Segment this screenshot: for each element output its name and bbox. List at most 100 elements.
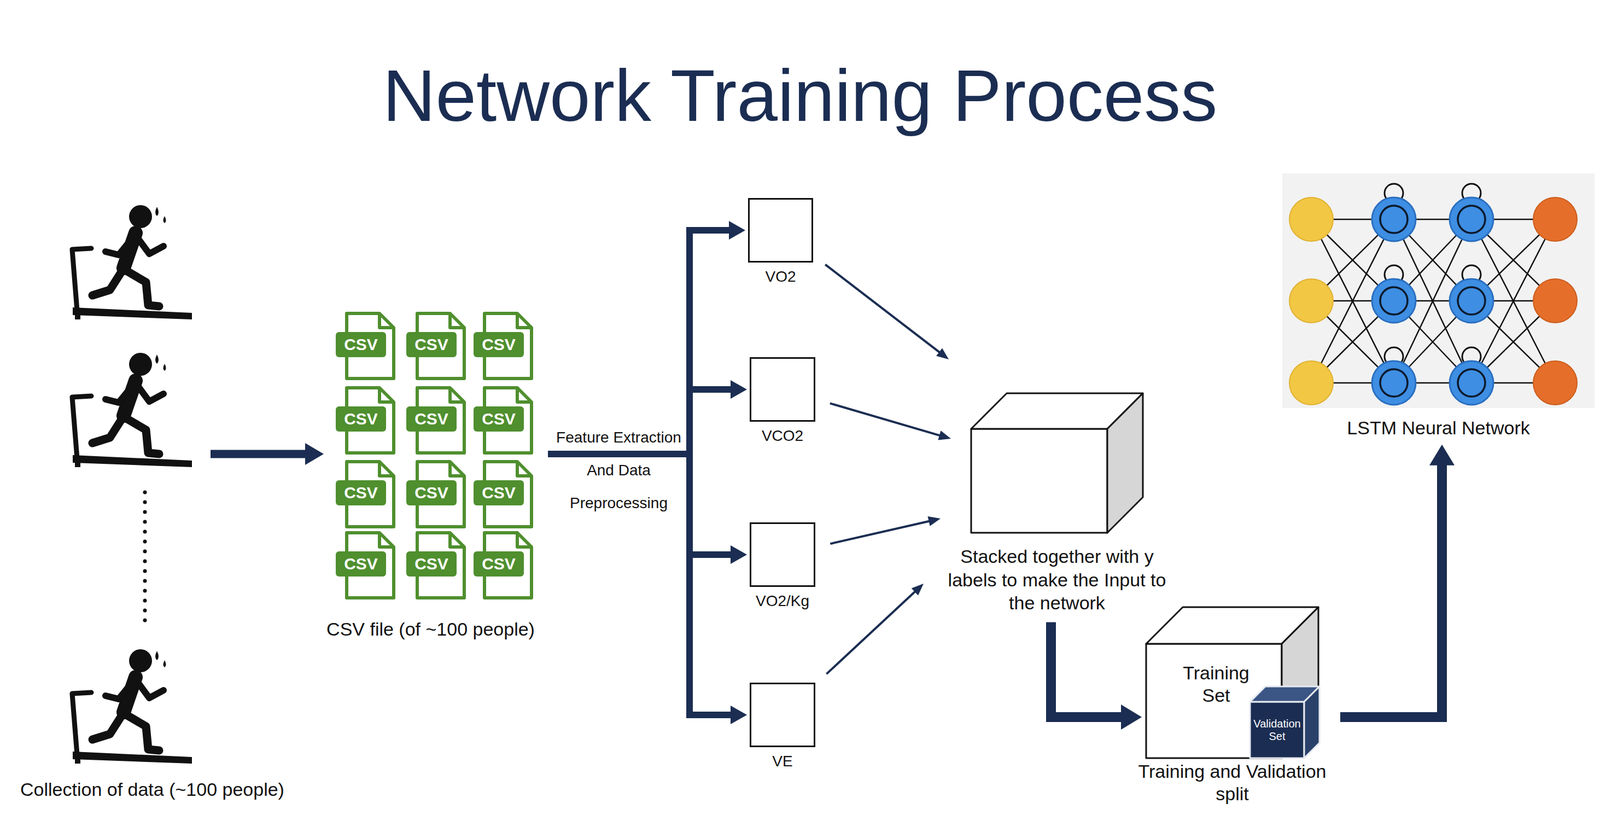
validation-label: Validation Set <box>1250 701 1305 758</box>
file-type-label: CSV <box>335 331 387 358</box>
connector <box>1050 622 1142 731</box>
file-banner <box>406 551 457 577</box>
feature-box: VO2/Kg <box>749 522 816 587</box>
connector-line <box>210 450 308 459</box>
document-fold <box>450 532 465 547</box>
document-fold <box>517 313 532 328</box>
caption-label: CSV file (of ~100 people) <box>326 617 535 641</box>
cube-side-face <box>1107 393 1143 533</box>
csv-file-icon: CSV <box>405 311 467 381</box>
csv-file-group: CSV file (of ~100 people)CSVCSVCSVCSVCSV… <box>328 306 534 602</box>
document-fold <box>517 461 532 476</box>
file-type-label: CSV <box>406 406 457 432</box>
lstm-network-node: LSTM Neural Network <box>1282 173 1595 408</box>
feature-box: VCO2 <box>749 357 816 422</box>
network-links <box>1311 219 1556 383</box>
file-banner <box>335 551 387 577</box>
connector <box>825 264 949 360</box>
network-label: LSTM Neural Network <box>1346 416 1530 440</box>
connector-line <box>825 264 941 354</box>
file-banner <box>473 551 524 577</box>
input-tensor-cube: Stacked together with y labels to make t… <box>971 393 1143 533</box>
cube-front-face <box>1250 701 1305 758</box>
document-fold <box>517 532 532 547</box>
connector <box>210 442 324 465</box>
validation-set-cube: Validation Set <box>1250 686 1320 758</box>
csv-file-icon: CSV <box>472 530 534 600</box>
feature-box: VE <box>749 682 816 747</box>
file-banner <box>335 331 387 358</box>
file-type-label: CSV <box>406 480 457 506</box>
file-banner <box>406 406 457 432</box>
file-type-label: CSV <box>473 406 524 432</box>
connector-line <box>1050 622 1125 718</box>
document-fold <box>379 313 394 328</box>
connector-line <box>830 520 931 544</box>
file-type-label: CSV <box>335 406 387 432</box>
connector <box>826 583 925 674</box>
arrow-head <box>730 380 747 399</box>
connector <box>547 220 746 454</box>
lstm-network-image <box>1282 173 1595 408</box>
file-type-label: CSV <box>335 480 387 506</box>
arrow-head <box>911 583 924 596</box>
file-banner <box>335 480 387 506</box>
file-banner <box>406 480 457 506</box>
document-fold <box>379 532 394 547</box>
arrow-head <box>305 442 324 465</box>
csv-file-icon: CSV <box>334 530 396 600</box>
runner-icon <box>72 352 192 467</box>
document-fold <box>450 461 465 476</box>
connector-line <box>1340 462 1442 717</box>
arrow-head <box>937 430 951 440</box>
set-label: Training Set <box>1175 661 1257 708</box>
data-collection-group: Collection of data (~100 people) <box>65 194 208 774</box>
file-type-label: CSV <box>473 551 524 577</box>
arrow-head <box>1429 444 1455 466</box>
file-banner <box>473 331 524 358</box>
file-type-label: CSV <box>335 551 387 577</box>
file-banner <box>473 406 524 432</box>
csv-file-icon: CSV <box>334 385 396 455</box>
document-fold <box>450 387 465 402</box>
feature-label: VO2/Kg <box>755 591 810 611</box>
arrow-head <box>936 348 949 360</box>
file-banner <box>406 331 457 358</box>
connector-line <box>547 230 732 454</box>
connector-line <box>826 590 917 674</box>
document-fold <box>379 387 394 402</box>
file-banner <box>473 480 524 506</box>
edge-label: Feature Extraction And Data Preprocessin… <box>550 421 688 520</box>
cube-front-face <box>971 428 1108 533</box>
feature-label: VCO2 <box>761 426 804 446</box>
connector <box>830 516 941 544</box>
connector <box>1340 444 1455 717</box>
file-type-label: CSV <box>406 331 457 358</box>
caption-label: Collection of data (~100 people) <box>20 778 285 801</box>
file-type-label: CSV <box>406 551 457 577</box>
csv-file-icon: CSV <box>472 311 534 381</box>
lstm-cell-rings <box>1380 205 1486 397</box>
arrow-head <box>730 705 747 724</box>
connector-line <box>547 453 734 715</box>
csv-file-icon: CSV <box>472 459 534 529</box>
file-banner <box>335 406 387 432</box>
stack-label: Stacked together with y labels to make t… <box>947 544 1167 615</box>
training-set-cube: Training SetTraining and Validation spli… <box>1146 606 1319 758</box>
arrow-head <box>1120 704 1142 730</box>
input-neurons <box>1289 197 1334 405</box>
document-fold <box>450 313 465 328</box>
arrow-head <box>730 545 747 564</box>
ellipsis-dots <box>143 490 148 623</box>
file-type-label: CSV <box>473 480 524 506</box>
split-label: Training and Validation split <box>1128 760 1337 805</box>
csv-file-icon: CSV <box>472 385 534 455</box>
csv-file-icon: CSV <box>405 530 467 600</box>
lstm-neurons <box>1371 197 1494 405</box>
image-background <box>1282 173 1595 408</box>
diagram-title: Network Training Process <box>0 51 1600 140</box>
feature-label: VE <box>772 751 793 771</box>
csv-file-icon: CSV <box>405 459 467 529</box>
csv-file-icon: CSV <box>334 459 396 529</box>
